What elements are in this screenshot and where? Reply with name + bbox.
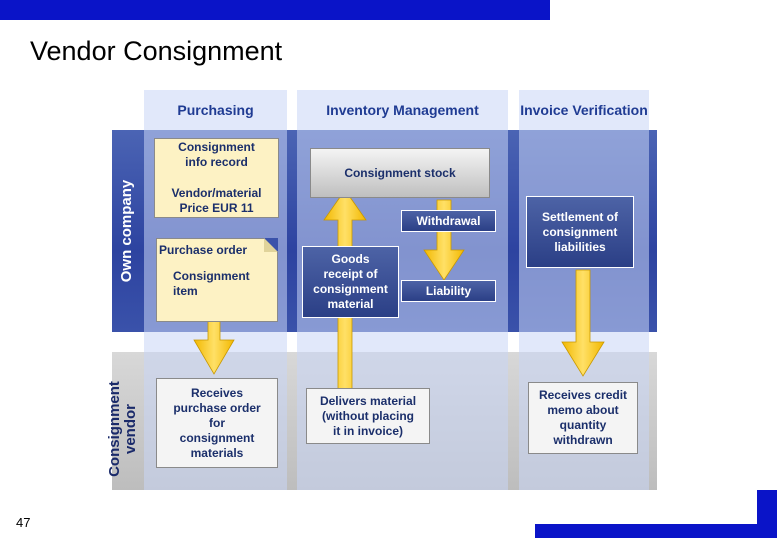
page-fold-icon: [264, 238, 278, 252]
corner-accent-bar: [757, 490, 777, 536]
purchase-order-document: Purchase order Consignment item: [156, 238, 278, 322]
top-accent-bar: [0, 0, 550, 20]
settlement-box: Settlement of consignment liabilities: [526, 196, 634, 268]
bottom-accent-bar: [535, 524, 777, 538]
info-record-box: Consignment info record Vendor/material …: [154, 138, 279, 218]
receives-po-box: Receives purchase order for consignment …: [156, 378, 278, 468]
arrow-withdrawal-down: [423, 199, 465, 281]
delivers-material-box: Delivers material (without placing it in…: [306, 388, 430, 444]
column-header-inventory: Inventory Management: [326, 102, 479, 118]
purchase-order-title: Purchase order: [159, 243, 248, 257]
column-header-purchasing: Purchasing: [177, 102, 254, 118]
receives-credit-box: Receives credit memo about quantity with…: [528, 382, 638, 454]
consignment-diagram: Purchasing Inventory Management Invoice …: [106, 90, 657, 490]
column-header-invoice: Invoice Verification: [520, 102, 648, 118]
consignment-stock-box: Consignment stock: [310, 148, 490, 198]
purchase-order-item: Consignment item: [173, 269, 250, 298]
goods-receipt-box: Goods receipt of consignment material: [302, 246, 399, 318]
liability-box: Liability: [401, 280, 496, 302]
withdrawal-box: Withdrawal: [401, 210, 496, 232]
arrow-settlement-down: [561, 269, 605, 377]
slide-title: Vendor Consignment: [30, 36, 283, 66]
page-number: 47: [16, 515, 31, 530]
